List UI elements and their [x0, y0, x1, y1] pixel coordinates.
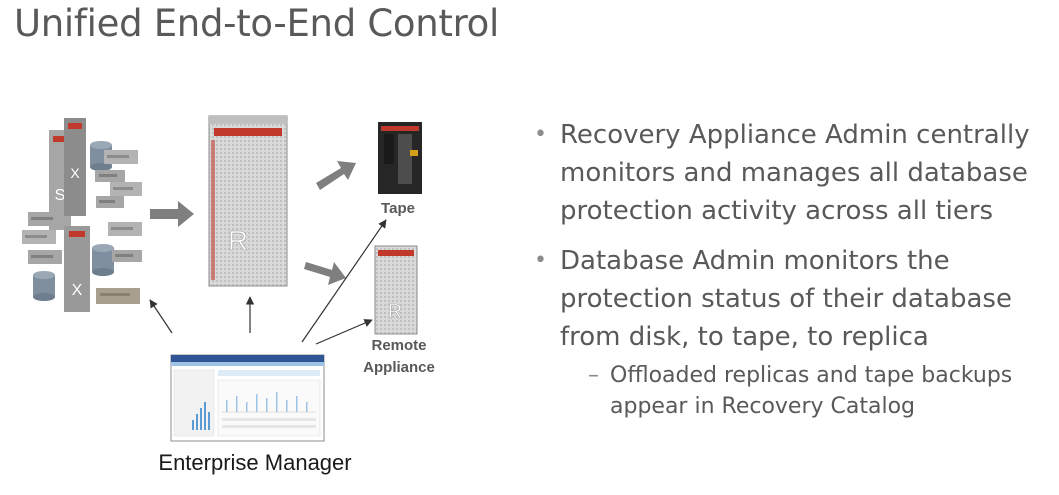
exadata-server-x-icon: X: [64, 226, 90, 312]
thick-arrow-icon: [150, 201, 194, 227]
bullet-item: • Database Admin monitors the protection…: [534, 242, 1054, 422]
bullet-dot-icon: •: [534, 122, 547, 147]
storage-unit-icon: [96, 288, 140, 304]
rack-server-icon: [108, 222, 142, 236]
rack-server-icon: [104, 150, 138, 164]
bullet-item: • Recovery Appliance Admin centrally mon…: [534, 116, 1054, 230]
page-title: Unified End-to-End Control: [14, 2, 499, 45]
rack-server-icon: [110, 182, 142, 196]
enterprise-manager-screenshot: [170, 354, 325, 442]
em-arrow-to-remote: [315, 319, 373, 345]
sub-bullet-dash-icon: –: [588, 363, 599, 388]
rack-server-icon: [28, 250, 62, 264]
remote-label-line1: Remote: [371, 337, 426, 354]
em-arrow-to-servers: [149, 299, 173, 334]
rack-server-icon: [22, 230, 56, 244]
server-x2-letter: X: [72, 282, 83, 299]
tape-label: Tape: [381, 200, 415, 217]
database-cylinder-icon: [33, 271, 55, 301]
exadata-server-x-icon: X: [64, 118, 86, 216]
recovery-appliance-rack-icon: R: [208, 115, 288, 287]
enterprise-manager-label: Enterprise Manager: [158, 450, 352, 475]
em-mini-bar-chart: [192, 402, 210, 430]
remote-appliance-icon: R: [374, 245, 418, 335]
rack-server-icon: [28, 212, 62, 226]
bullet-text: Database Admin monitors the protection s…: [560, 246, 1012, 352]
em-mini-line-chart: [226, 392, 308, 412]
database-servers-group: S X: [22, 118, 142, 312]
rack-server-icon: [96, 196, 124, 208]
thick-arrow-icon: [316, 161, 356, 190]
rack-server-icon: [95, 170, 125, 182]
bullet-text: Recovery Appliance Admin centrally monit…: [560, 120, 1030, 226]
rack-r-letter: R: [228, 225, 248, 256]
sub-bullet-text: Offloaded replicas and tape backups appe…: [610, 363, 1013, 419]
bullet-dot-icon: •: [534, 248, 547, 273]
remote-label-line2: Appliance: [363, 359, 435, 376]
tape-library-icon: [378, 122, 422, 194]
remote-r-letter: R: [388, 301, 402, 323]
rack-server-icon: [112, 250, 142, 262]
thick-arrow-icon: [304, 262, 346, 285]
bullet-list: • Recovery Appliance Admin centrally mon…: [534, 116, 1054, 434]
sub-bullet-item: – Offloaded replicas and tape backups ap…: [560, 360, 1054, 422]
server-s-letter: S: [55, 187, 66, 204]
em-arrow-to-tape: [301, 219, 387, 343]
database-cylinder-icon: [92, 244, 114, 276]
server-x1-letter: X: [70, 165, 80, 181]
